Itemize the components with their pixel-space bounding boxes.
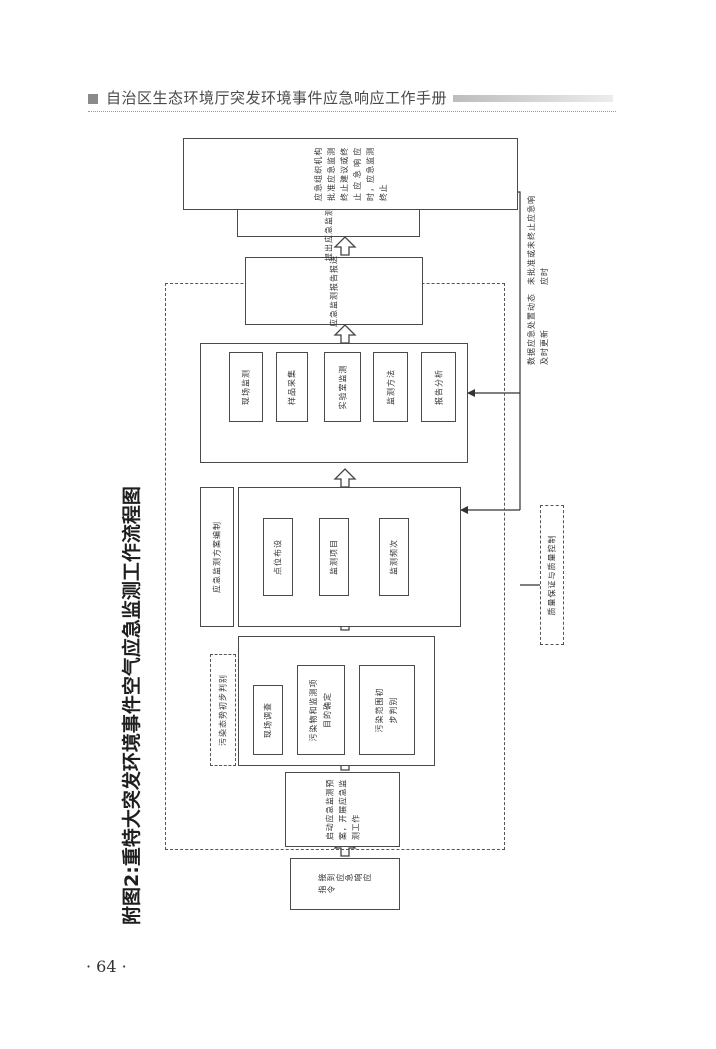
report-submit-box: 应急监测报告报送: [245, 255, 423, 327]
qa-qc-text: 质量保证与质量控制: [547, 534, 557, 616]
side-note-data-update: 数据应急处置动态及时更新: [527, 293, 549, 365]
header-title: 自治区生态环境厅突发环境事件应急响应工作手册: [106, 89, 448, 107]
monitor-frequency-text: 监测频次: [389, 539, 399, 575]
point-layout-text: 点位布设: [273, 539, 283, 575]
pollution-judgement-tag: 污染态势初步判别: [210, 654, 236, 766]
plan-label-box: 应急监测方案编制: [200, 487, 234, 627]
pollutant-identify-box: 污染物和监测项目的确定: [297, 665, 345, 755]
flow-arrow-4: [333, 468, 357, 488]
method-text: 监测方法: [386, 369, 395, 405]
header-decorative-bar: [453, 95, 613, 102]
point-layout-box: 点位布设: [263, 518, 293, 596]
start-box: 接到应急响应指令: [290, 858, 400, 910]
pollutant-identify-text: 污染物和监测项目的确定: [309, 678, 332, 742]
air-emergency-monitoring-flowchart: 附图2:重特大突发环境事件空气应急监测工作流程图: [115, 135, 565, 925]
monitor-frequency-box: 监测频次: [379, 518, 409, 596]
report-analysis-box: 报告分析: [421, 352, 456, 422]
flow-arrow-5: [333, 324, 357, 344]
plan-label-text: 应急监测方案编制: [212, 521, 222, 593]
side-note-not-approved: 未批准或未终止应急响应时: [527, 195, 549, 285]
flow-arrow-6: [333, 236, 357, 256]
report-submit-text: 应急监测报告报送: [329, 255, 339, 327]
pollution-judgement-box: 现场调查 污染物和监测项目的确定 污染范围初步判别: [238, 636, 435, 766]
plan-box: 点位布设 监测项目 监测频次: [238, 487, 461, 627]
final-step-text: 应急组织机构批准应急监测终止建议或终止应急响应时，应急监测终止: [313, 147, 388, 201]
start-work-box: 启动应急监测预案，开展应急监测工作: [285, 772, 400, 847]
site-monitoring-text: 现场监测: [241, 369, 251, 405]
method-box: 监测方法: [373, 352, 408, 422]
site-survey-box: 现场调查: [253, 685, 283, 755]
site-survey-text: 现场调查: [263, 702, 273, 738]
qa-qc-tag: 质量保证与质量控制: [540, 505, 564, 645]
page-number: · 64 ·: [86, 957, 127, 976]
lab-monitoring-text: 实验室监测: [338, 364, 347, 410]
header-square-icon: [88, 94, 98, 104]
monitor-items-text: 监测项目: [329, 539, 339, 575]
range-judgement-box: 污染范围初步判别: [359, 665, 415, 755]
pollution-judgement-label: 污染态势初步判别: [218, 674, 228, 746]
sampling-box: 样品采集: [276, 352, 308, 422]
lab-monitoring-box: 实验室监测: [324, 352, 361, 422]
report-analysis-text: 报告分析: [434, 369, 443, 405]
start-work-text: 启动应急监测预案，开展应急监测工作: [325, 779, 360, 840]
range-judgement-text: 污染范围初步判别: [375, 687, 398, 733]
start-text: 接到应急响应指令: [318, 873, 372, 894]
process-box: 现场监测 样品采集 实验室监测 监测方法 报告分析: [200, 343, 468, 463]
final-step-box: 应急组织机构批准应急监测终止建议或终止应急响应时，应急监测终止: [183, 138, 518, 210]
monitor-items-box: 监测项目: [319, 518, 349, 596]
site-monitoring-box: 现场监测: [229, 352, 263, 422]
header-dotted-rule: [88, 111, 616, 112]
sampling-text: 样品采集: [287, 369, 297, 405]
running-header: 自治区生态环境厅突发环境事件应急响应工作手册: [88, 88, 620, 114]
